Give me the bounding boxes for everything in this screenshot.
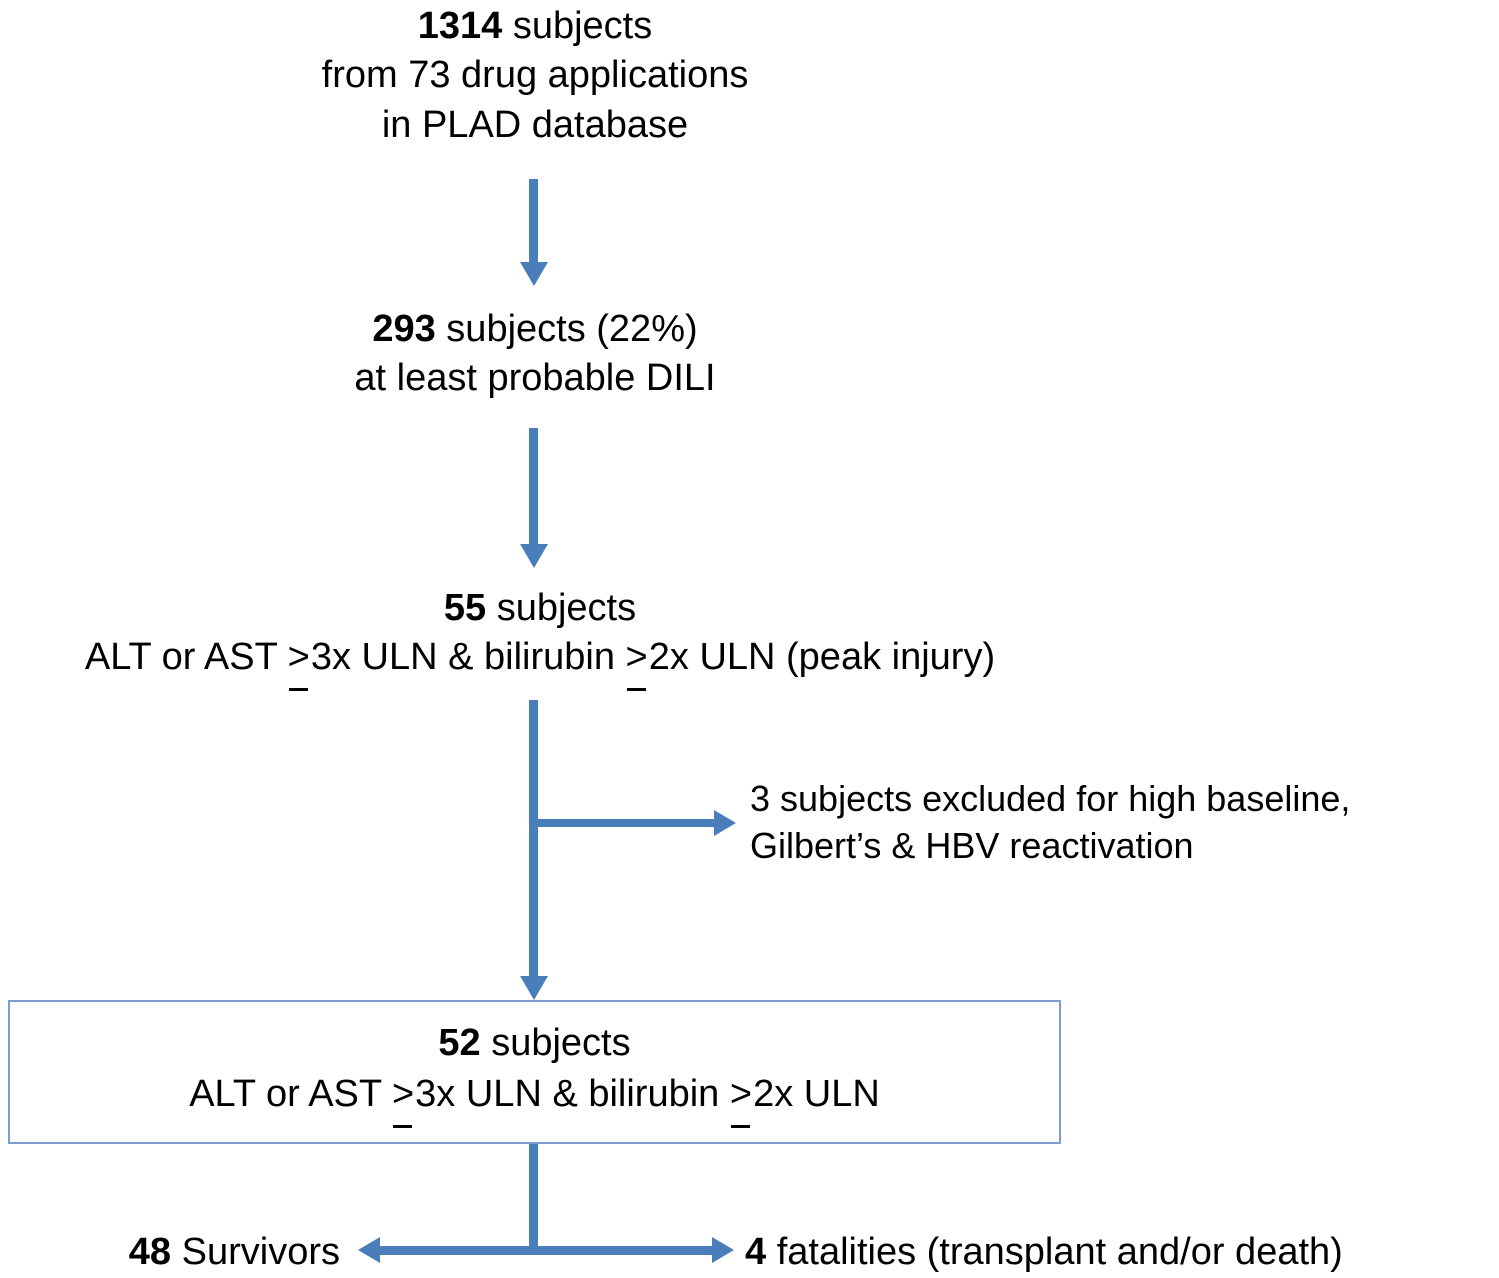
probable-dili-count-label: subjects (22%) — [435, 308, 698, 350]
node-peak-injury: 55 subjects ALT or AST >3x ULN & bilirub… — [0, 584, 1080, 692]
probable-dili-line-2: at least probable DILI — [354, 357, 716, 400]
node-probable-dili: 293 subjects (22%) at least probable DIL… — [0, 305, 1070, 404]
greater-equal-icon: > — [288, 633, 311, 692]
node-survivors: 48 Survivors — [0, 1228, 340, 1277]
greater-equal-icon: > — [626, 633, 649, 692]
connector-1-stem — [529, 179, 538, 264]
fatalities-count: 4 — [745, 1231, 767, 1273]
final-cohort-criteria-b: 3x ULN & bilirubin — [415, 1072, 730, 1115]
peak-injury-count-label: subjects — [486, 587, 637, 629]
connector-3-stem — [529, 700, 538, 978]
peak-injury-criteria-c: 2x ULN (peak injury) — [648, 636, 996, 679]
greater-equal-icon: > — [730, 1069, 753, 1128]
source-cohort-count: 1314 — [417, 5, 503, 47]
excluded-line-2: Gilbert’s & HBV reactivation — [750, 824, 1194, 866]
source-cohort-count-label: subjects — [502, 5, 653, 47]
probable-dili-line-1: 293 subjects (22%) — [0, 305, 1070, 354]
final-cohort-line-1: 52 subjects — [10, 1018, 1059, 1069]
peak-injury-criteria-b: 3x ULN & bilirubin — [310, 636, 626, 679]
node-source-cohort: 1314 subjects from 73 drug applications … — [0, 2, 1070, 150]
peak-injury-line-2: ALT or AST >3x ULN & bilirubin >2x ULN (… — [0, 633, 1080, 692]
fatalities-line: 4 fatalities (transplant and/or death) — [745, 1228, 1499, 1277]
outcome-split-line — [378, 1246, 713, 1255]
survivors-count: 48 — [128, 1231, 172, 1273]
connector-2-stem — [529, 428, 538, 546]
exclusion-branch-arrowhead — [714, 810, 736, 836]
final-cohort-line-2: ALT or AST >3x ULN & bilirubin >2x ULN — [10, 1069, 1059, 1128]
final-cohort-count-label: subjects — [480, 1022, 631, 1064]
outcome-split-arrowhead-right — [712, 1237, 734, 1263]
outcome-split-arrowhead-left — [358, 1237, 380, 1263]
source-cohort-line-3: in PLAD database — [381, 103, 689, 146]
fatalities-label: fatalities (transplant and/or death) — [766, 1231, 1343, 1273]
final-cohort-box: 52 subjects ALT or AST >3x ULN & bilirub… — [8, 1000, 1061, 1144]
connector-3-arrowhead — [520, 976, 548, 1000]
final-cohort-criteria-a: ALT or AST — [189, 1072, 392, 1115]
peak-injury-criteria-a: ALT or AST — [84, 636, 288, 679]
source-cohort-line-2: from 73 drug applications — [321, 54, 749, 97]
peak-injury-count: 55 — [443, 587, 487, 629]
connector-2-arrowhead — [520, 544, 548, 568]
peak-injury-line-1: 55 subjects — [0, 584, 1080, 633]
connector-1-arrowhead — [520, 262, 548, 286]
connector-4-stem — [529, 1144, 538, 1254]
final-cohort-count: 52 — [438, 1022, 481, 1064]
node-excluded: 3 subjects excluded for high baseline, G… — [750, 776, 1490, 870]
survivors-label: Survivors — [171, 1231, 340, 1273]
greater-equal-icon: > — [392, 1069, 415, 1128]
probable-dili-count: 293 — [372, 308, 436, 350]
survivors-line: 48 Survivors — [0, 1228, 340, 1277]
excluded-line-1: 3 subjects excluded for high baseline, — [750, 778, 1351, 819]
source-cohort-line-1: 1314 subjects — [0, 2, 1070, 51]
exclusion-branch-line — [533, 819, 717, 827]
final-cohort-criteria-c: 2x ULN — [753, 1072, 880, 1115]
node-fatalities: 4 fatalities (transplant and/or death) — [745, 1228, 1499, 1277]
